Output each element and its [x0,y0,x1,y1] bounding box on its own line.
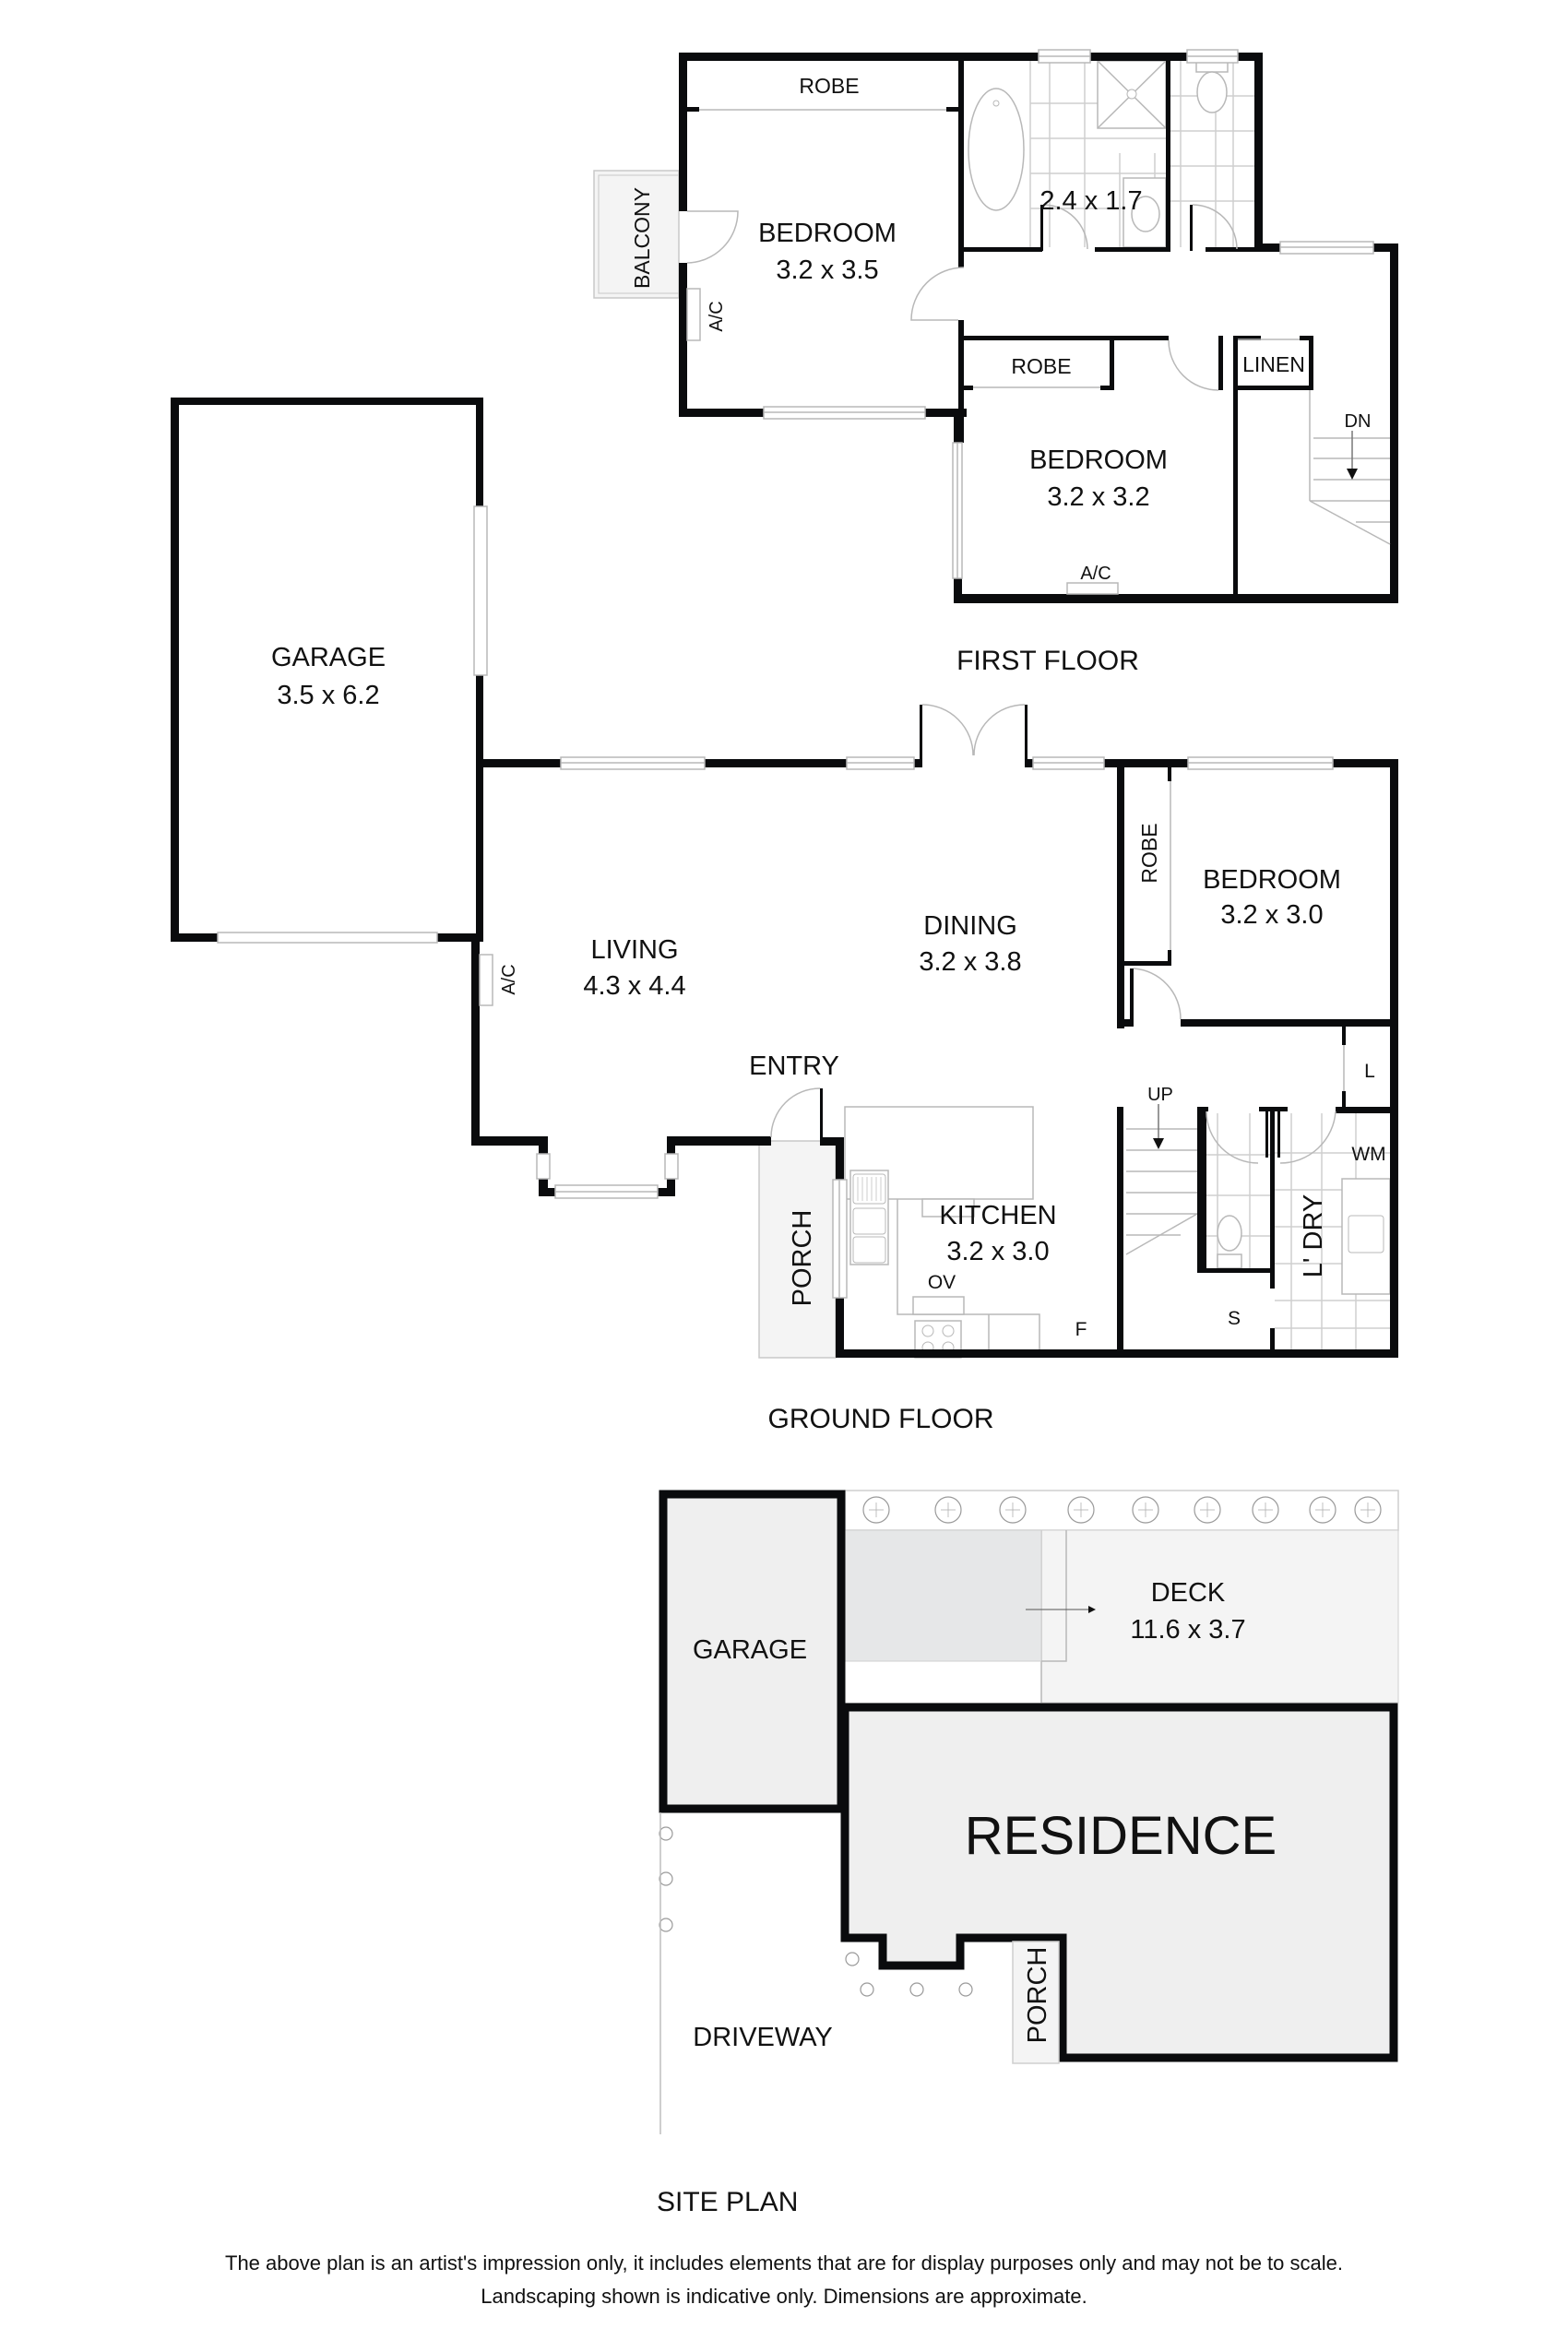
ground-floor-doors [770,704,1345,1164]
room-name: LIVING [590,935,678,965]
arrow-down-icon [1347,469,1358,480]
disclaimer-line-1: The above plan is an artist's impression… [225,2251,1343,2275]
first-floor-plan: ROBE BEDROOM 3.2 x 3.5 BALCONY A/C 2.4 x… [593,49,1398,676]
ac-label: A/C [1080,564,1111,584]
balcony-area [593,170,680,299]
driveway-label: DRIVEWAY [693,2023,832,2052]
robe-label: ROBE [1011,354,1071,378]
ac-label: A/C [499,964,519,994]
room-name: BEDROOM [758,219,897,248]
laundry-tub-icon [1341,1178,1391,1295]
linen-label: L [1364,1061,1375,1082]
site-porch [1012,1941,1060,2064]
robe-label: ROBE [1137,823,1161,883]
oven-icon [912,1296,965,1315]
ground-floor-walls [171,398,1398,1358]
ac-label: A/C [707,301,727,331]
vanity-sink-icon [1123,177,1167,248]
stairs-down [1309,390,1391,545]
site-porch-label: PORCH [1023,1947,1052,2044]
laundry-label: L' DRY [1299,1194,1328,1277]
linen-label: LINEN [1242,352,1305,376]
storage-label: S [1228,1308,1241,1329]
room-dims: 4.3 x 4.4 [583,971,685,1001]
bathroom-dims: 2.4 x 1.7 [1039,186,1142,216]
first-floor-windows [763,49,1374,579]
toilet-icon [1217,1215,1242,1269]
ground-floor-plan: GARAGE 3.5 x 6.2 LIVING 4.3 x 4.4 A/C DI… [171,398,1398,1434]
disclaimer-line-2: Landscaping shown is indicative only. Di… [481,2285,1087,2308]
deck-dims: 11.6 x 3.7 [1130,1615,1245,1645]
room-dims: 3.5 x 6.2 [277,681,379,710]
site-plan: GARAGE DECK 11.6 x 3.7 RESIDENCE DRIVEWA… [657,1490,1399,2217]
stairs-up [1125,1104,1198,1255]
pool-area [844,1529,1042,1662]
ground-floor-windows [217,505,1334,1299]
room-dims: 3.2 x 3.8 [919,947,1021,977]
ac-unit [686,288,701,341]
room-dims: 3.2 x 3.0 [946,1237,1049,1266]
first-floor-doors [686,204,1238,391]
room-dims: 3.2 x 3.0 [1220,900,1323,930]
room-name: BEDROOM [1203,865,1341,895]
residence-label: RESIDENCE [965,1806,1277,1866]
tree-icons [659,1496,1382,1997]
room-dims: 3.2 x 3.2 [1047,482,1149,512]
room-name: GARAGE [271,643,386,672]
site-plan-title: SITE PLAN [657,2187,798,2217]
first-floor-walls [679,53,1398,603]
porch-label: PORCH [788,1210,817,1307]
toilet-icon [1195,60,1229,113]
stairs-label: UP [1147,1085,1173,1105]
site-garage-label: GARAGE [693,1635,807,1665]
wm-label: WM [1351,1144,1385,1165]
room-name: DINING [923,911,1017,941]
arrow-right-icon [1088,1606,1096,1613]
tree-detail [869,1503,1375,1517]
stairs-label: DN [1345,411,1372,432]
arrow-down-icon [1153,1138,1164,1149]
robe-label: ROBE [799,74,859,98]
oven-label: OV [928,1272,956,1293]
site-garage [659,1490,846,1813]
site-residence [840,1703,1398,2062]
room-dims: 3.2 x 3.5 [776,255,878,285]
sink-icon [849,1170,889,1265]
deck-label: DECK [1151,1578,1226,1608]
first-floor-title: FIRST FLOOR [956,646,1139,676]
ac-unit [479,954,493,1006]
room-name: BEDROOM [1029,445,1168,475]
kitchen-fixtures [844,1106,1040,1359]
balcony-label: BALCONY [630,187,654,289]
fridge-label: F [1075,1319,1087,1340]
entry-label: ENTRY [749,1051,839,1081]
ground-floor-title: GROUND FLOOR [767,1404,993,1434]
ac-unit [1066,582,1119,595]
disclaimer: The above plan is an artist's impression… [0,2247,1568,2313]
bathtub-icon [968,88,1025,211]
shower-icon [1097,60,1167,129]
room-name: KITCHEN [939,1201,1056,1230]
porch-area [758,1140,837,1359]
